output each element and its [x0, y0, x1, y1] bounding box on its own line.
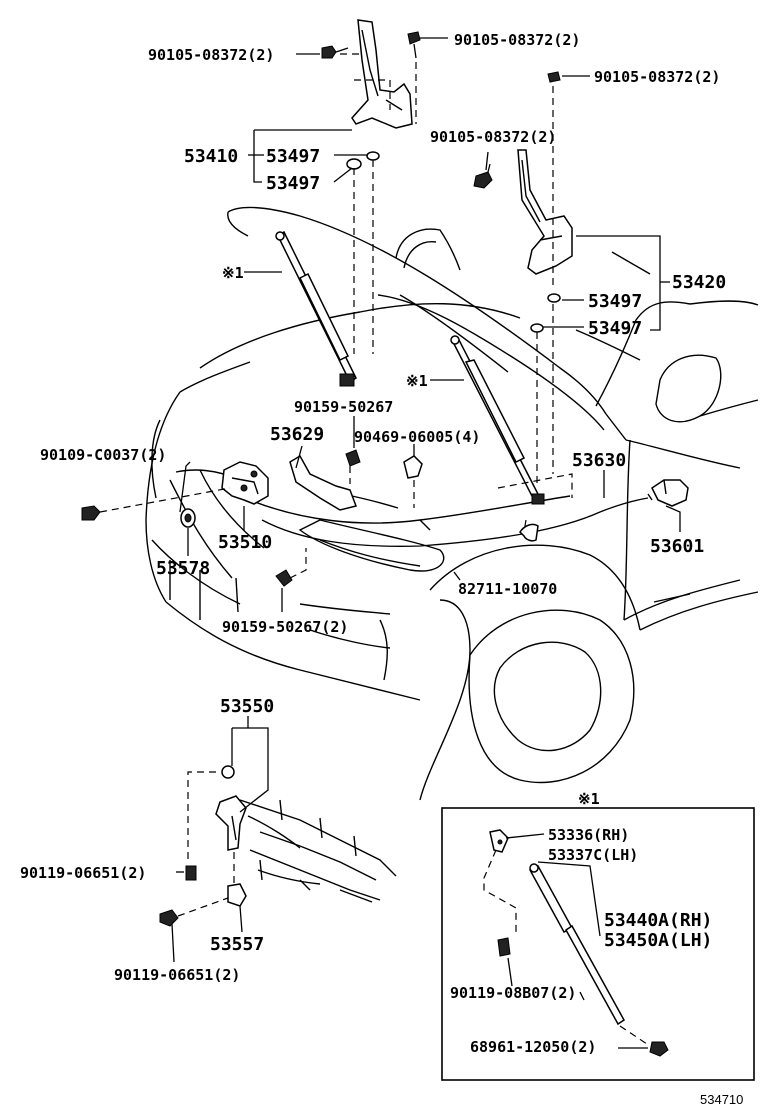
label-cushion-53497-b: 53497: [266, 173, 320, 194]
release-lever-53601[interactable]: [647, 479, 689, 507]
label-clip-90469-06005: 90469-06005(4): [354, 428, 480, 446]
bolt-icon: [159, 865, 197, 927]
label-support-53450a-lh: 53450A(LH): [604, 930, 712, 951]
cable-bracket-53629[interactable]: [289, 454, 399, 511]
label-cushion-53497-d: 53497: [588, 318, 642, 339]
hood-support-lh[interactable]: [275, 230, 357, 387]
label-bracket-53337c-lh: 53337C(LH): [548, 846, 638, 864]
radiator-support-section: [239, 799, 397, 903]
label-hinge-53420: 53420: [672, 272, 726, 293]
label-bolt-90105-08372-d: 90105-08372(2): [430, 128, 556, 146]
bolt-icon: [473, 163, 493, 189]
label-clip-82711-10070: 82711-10070: [458, 580, 557, 598]
leader-lines: [179, 37, 681, 612]
label-bolt-90119-06651-b: 90119-06651(2): [114, 966, 240, 984]
clip-icon: [275, 449, 539, 587]
cushion-53578-icon: [180, 508, 196, 528]
label-support-53440a-rh: 53440A(RH): [604, 910, 712, 931]
hood-stay-53550[interactable]: [215, 765, 247, 851]
label-bracket-53629: 53629: [270, 424, 324, 445]
label-note-1-a: ※1: [222, 264, 244, 282]
label-bolt-90109-c0037: 90109-C0037(2): [40, 446, 166, 464]
lever-53557[interactable]: [227, 883, 247, 907]
label-clip-90159-50267: 90159-50267: [294, 398, 393, 416]
label-lever-53601: 53601: [650, 536, 704, 557]
label-bolt-90119-06651-a: 90119-06651(2): [20, 864, 146, 882]
hood-hinge-rh[interactable]: [517, 149, 573, 275]
hood-release-cable[interactable]: [261, 497, 649, 547]
label-bolt-90119-08b07: 90119-08B07(2): [450, 984, 576, 1002]
label-bolt-90105-08372-b: 90105-08372(2): [454, 31, 580, 49]
vehicle-body-outline: [145, 206, 759, 801]
label-lock-53510: 53510: [218, 532, 272, 553]
hood-lock-assy[interactable]: [221, 461, 269, 505]
label-clip-90159-50267-2: 90159-50267(2): [222, 618, 348, 636]
label-bolt-90105-08372-a: 90105-08372(2): [148, 46, 274, 64]
hood-hinge-lh[interactable]: [351, 19, 413, 129]
label-clip-68961-12050: 68961-12050(2): [470, 1038, 596, 1056]
label-hinge-53410: 53410: [184, 146, 238, 167]
hood-support-rh[interactable]: [450, 335, 545, 505]
diagram-reference-number: 534710: [700, 1092, 743, 1107]
label-lever-53557: 53557: [210, 934, 264, 955]
label-bracket-53336-rh: 53336(RH): [548, 826, 629, 844]
cushion-icon: [530, 293, 561, 333]
bolt-icon: [81, 505, 101, 521]
bolt-icon: [321, 31, 561, 83]
cushion-icon: [346, 151, 380, 170]
label-cable-53630: 53630: [572, 450, 626, 471]
label-note-1-b: ※1: [406, 372, 428, 390]
inset-panel: [441, 807, 755, 1081]
stay-leaders: [171, 716, 269, 963]
inset-title: ※1: [578, 790, 600, 808]
label-cushion-53497-c: 53497: [588, 291, 642, 312]
label-stay-53550: 53550: [220, 696, 274, 717]
label-bolt-90105-08372-c: 90105-08372(2): [594, 68, 720, 86]
label-cushion-53497-a: 53497: [266, 146, 320, 167]
dashed-locator-lines: [99, 53, 573, 579]
label-cushion-53578: 53578: [156, 558, 210, 579]
